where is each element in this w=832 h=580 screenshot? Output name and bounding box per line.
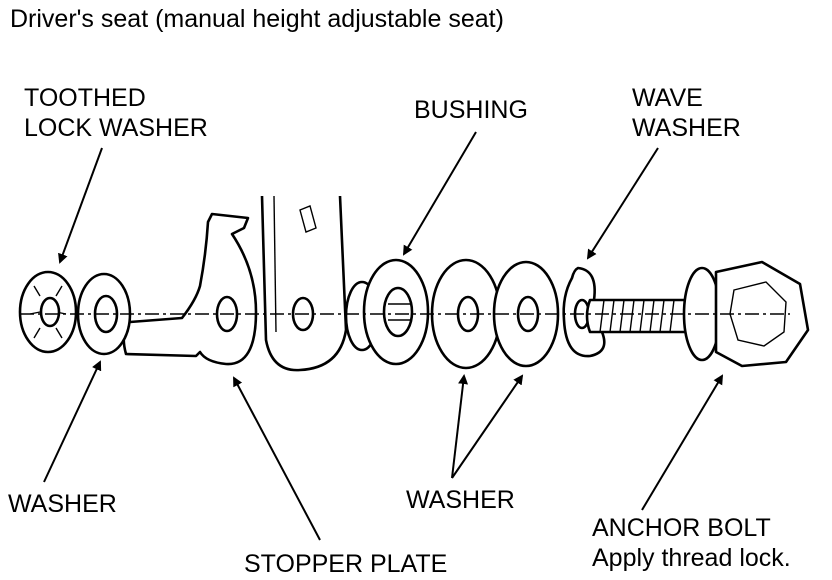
label-anchor-bolt-note: Apply thread lock. xyxy=(592,544,791,572)
leader-arrows xyxy=(43,131,724,541)
bushing xyxy=(344,258,430,366)
anchor-bolt xyxy=(585,260,810,368)
diagram-title: Driver's seat (manual height adjustable … xyxy=(10,5,504,33)
toothed-lock-washer xyxy=(18,270,78,354)
seat-bracket xyxy=(260,195,348,372)
label-bushing: BUSHING xyxy=(414,96,528,124)
label-toothed-lock-washer-line1: TOOTHED xyxy=(24,84,146,112)
label-washer-right: WASHER xyxy=(406,486,515,514)
label-wave-washer-line2: WASHER xyxy=(632,114,741,142)
label-stopper-plate: STOPPER PLATE xyxy=(244,550,447,578)
label-anchor-bolt: ANCHOR BOLT xyxy=(592,514,771,542)
stopper-plate xyxy=(122,212,258,366)
label-washer-left: WASHER xyxy=(8,490,117,518)
label-toothed-lock-washer-line2: LOCK WASHER xyxy=(24,114,208,142)
label-wave-washer-line1: WAVE xyxy=(632,84,703,112)
